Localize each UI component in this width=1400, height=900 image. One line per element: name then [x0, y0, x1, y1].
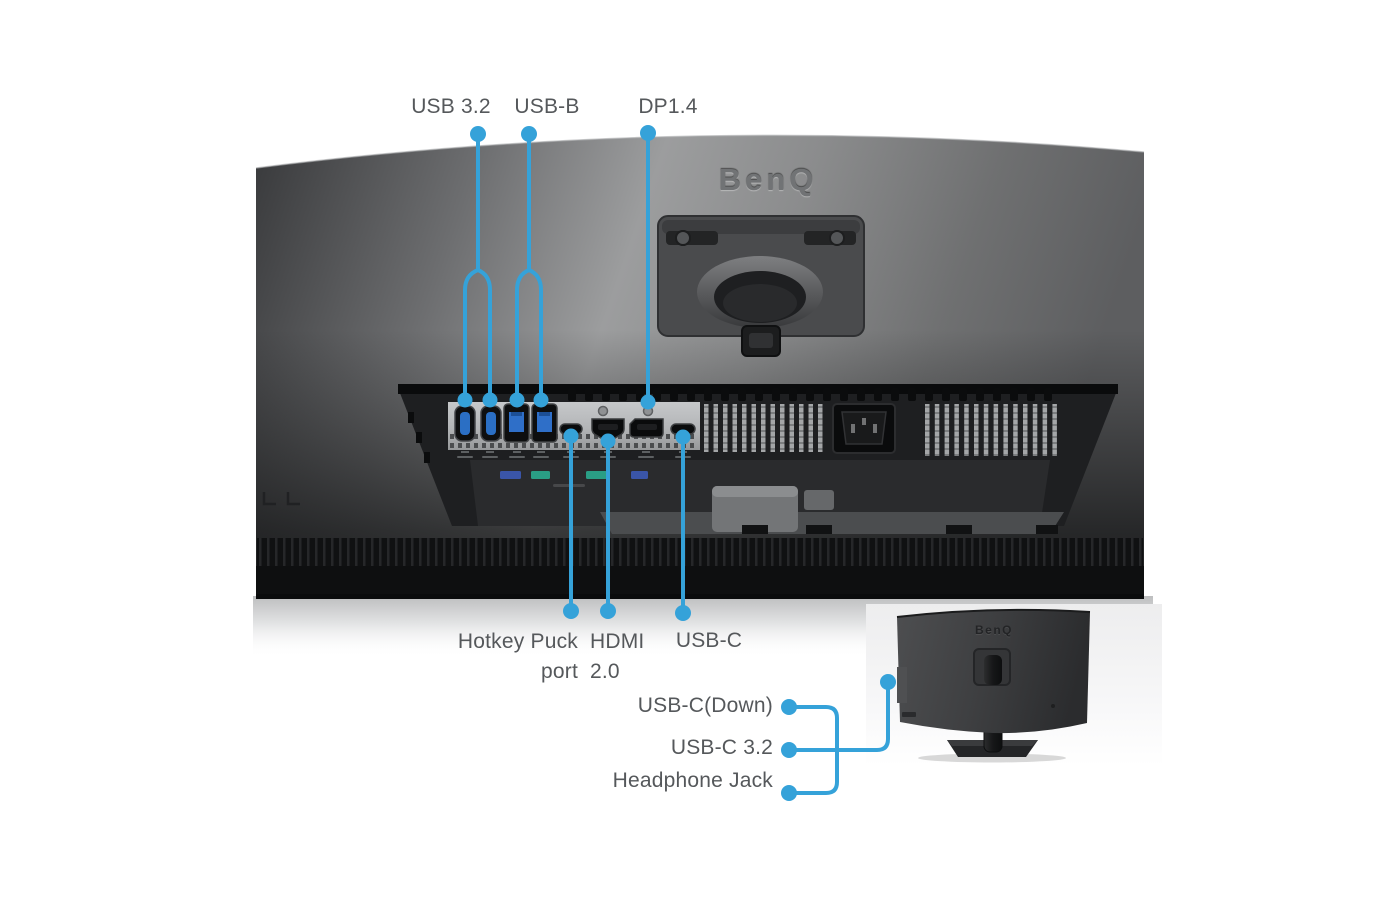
panel-screw: [597, 405, 609, 417]
callout-label-hotkey-line1: Hotkey Puck: [457, 630, 578, 653]
callout-label-usb-3-2: USB 3.2: [411, 95, 491, 118]
vent-grille-left: [704, 404, 823, 452]
callout-dots: [457, 125, 896, 801]
monitor-side-photo: [896, 608, 1091, 763]
callout-label-hdmi-2-0: HDMI 2.0: [590, 627, 644, 687]
displayport-port: [629, 418, 664, 438]
callout-label-hotkey-puck-port: Hotkey Puck port: [458, 627, 578, 687]
callout-line-usbc32: [787, 681, 890, 752]
callout-label-usb-b: USB-B: [514, 95, 580, 118]
side-monitor-shadow: [918, 753, 1066, 763]
power-inlet: [832, 403, 896, 454]
callout-line-usb32-a: [463, 268, 480, 400]
vesa-mount: [657, 215, 865, 357]
benq-logo-side: BenQ: [974, 623, 1014, 637]
usb-a-port-2: [480, 405, 502, 442]
side-port-door: [897, 667, 907, 703]
callout-line-usbb-a: [515, 268, 531, 400]
callout-label-headphone-jack: Headphone Jack: [612, 769, 773, 792]
callout-label-hotkey-line2: port: [541, 660, 578, 683]
callout-line-usb32-b: [476, 268, 492, 400]
callout-line-usbb-b: [527, 268, 543, 400]
callout-label-hdmi-line1: HDMI: [590, 630, 645, 653]
mould-mark: [286, 492, 300, 506]
callout-lines: [463, 131, 890, 795]
mould-mark: [262, 492, 276, 506]
benq-logo-main: BenQ: [718, 162, 818, 197]
vent-slot-row: [568, 388, 1052, 401]
vesa-screw: [829, 230, 845, 246]
port-bay: [398, 384, 1118, 534]
speaker-grille: [256, 538, 1144, 599]
bay-floor-hardware: [600, 486, 1064, 534]
callout-label-dp-1-4: DP1.4: [638, 95, 698, 118]
vent-grille-right: [925, 404, 1057, 456]
callout-label-usb-c: USB-C: [675, 629, 743, 652]
vesa-screw: [675, 230, 691, 246]
callout-label-usb-c-3-2: USB-C 3.2: [670, 736, 773, 759]
side-monitor-body: [896, 608, 1091, 734]
usb-b-port-2: [531, 403, 558, 443]
callout-label-usb-c-down: USB-C(Down): [637, 694, 773, 717]
label-chips: [500, 471, 648, 487]
callout-label-hdmi-line2: 2.0: [590, 660, 620, 683]
hdmi-port: [591, 418, 625, 439]
